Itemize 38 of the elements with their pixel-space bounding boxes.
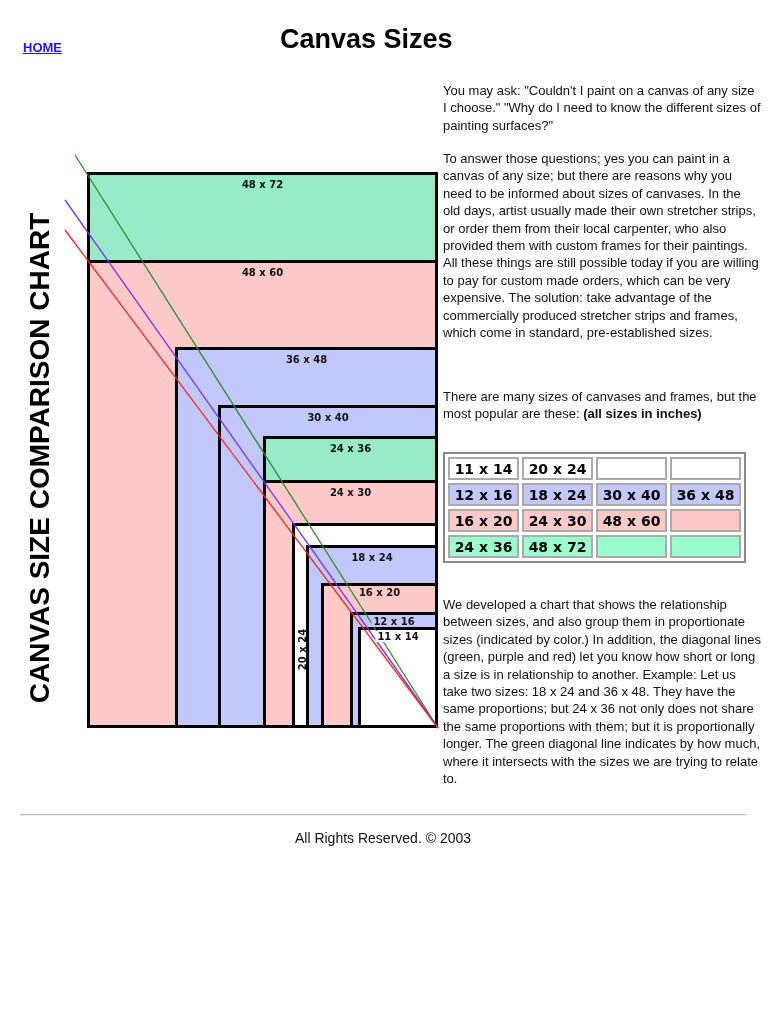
size-label: 11 x 14 [375, 631, 421, 642]
table-cell: 24 x 30 [522, 509, 593, 532]
size-label: 48 x 72 [239, 179, 286, 190]
home-link: HOME [23, 40, 62, 55]
canvas-rectangle [321, 583, 438, 728]
table-cell: 36 x 48 [670, 483, 741, 506]
table-cell: 48 x 60 [596, 509, 667, 532]
canvas-rectangle [263, 480, 438, 728]
table-cell: 30 x 40 [596, 483, 667, 506]
table-cell: 16 x 20 [448, 509, 519, 532]
size-label: 36 x 48 [283, 354, 330, 365]
page-title: Canvas Sizes [280, 24, 453, 55]
size-label: 48 x 60 [239, 267, 286, 278]
canvas-rectangle [306, 545, 438, 728]
paragraph: We developed a chart that shows the relationship between sizes, and also group them in proportionate sizes (indicated by color.) In addition, the diagonal lines (green, purple and red) let you know how short or long a size is in relationship to another. Example: Let us take two sizes: 18 x 24 and 36 x 48. They have the same proportions; but 24 x 36 not only does not share the same proportions with them; but it is proportionally longer. The green diagonal line indicates by how much, where it intersects with the sizes we are trying to relate to. [443, 596, 761, 788]
canvas-rectangle [263, 436, 438, 728]
table-cell: 18 x 24 [522, 483, 593, 506]
canvas-rectangle [218, 405, 438, 728]
size-label: 18 x 24 [349, 552, 395, 563]
canvas-rectangle [175, 347, 438, 728]
paragraph: To answer those questions; yes you can paint in a canvas of any size; but there are reasons why you need to be informed about sizes of canvases. In the old days, artist usually made their own stretcher strips, or order them from their local carpenter, who also provided them with custom frames for their paintings. All these things are still possible today if you are willing to pay for custom made orders, which can be very expensive. The solution: take advantage of the commercially produced stretcher strips and frames, which come in standard, pre-established sizes. [443, 150, 760, 342]
table-cell: 11 x 14 [448, 457, 519, 480]
paragraph: There are many sizes of canvases and frames, but the most popular are these: (all sizes in inches) [443, 388, 758, 423]
canvas-rectangle [350, 612, 438, 728]
size-label: 12 x 16 [371, 616, 417, 627]
size-label: 30 x 40 [305, 412, 351, 423]
table-cell: 24 x 36 [448, 535, 519, 558]
copyright-note: All Rights Reserved. © 2003 [293, 830, 473, 846]
canvas-rectangle [292, 523, 438, 728]
table-cell: 48 x 72 [522, 535, 593, 558]
chart-title: CANVAS SIZE COMPARISON CHART [23, 211, 56, 706]
canvas-rectangle [358, 627, 438, 728]
size-label: 20 x 24 [297, 628, 309, 671]
size-label: 24 x 36 [327, 443, 374, 454]
size-label: 24 x 30 [327, 487, 374, 498]
paragraph: You may ask: "Couldn't I paint on a canvas of any size I choose." "Why do I need to know the different sizes of painting surfaces?" [443, 82, 761, 135]
table-cell: 20 x 24 [522, 457, 593, 480]
table-cell: 12 x 16 [448, 483, 519, 506]
